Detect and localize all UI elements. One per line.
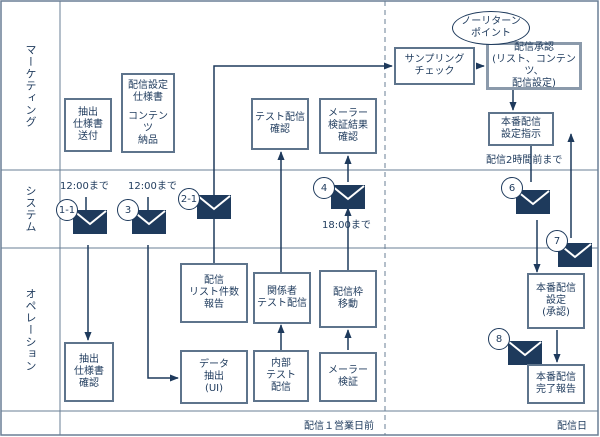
box-spec-send: 抽出 仕様書 送付	[64, 98, 112, 152]
box-content-delivery-label: コンテンツ 納品	[128, 110, 168, 146]
mail-icon	[507, 340, 543, 366]
box-sampling-check: サンプリング チェック	[394, 47, 475, 85]
lane-label: オペレーション	[24, 287, 37, 372]
box-mailer-result: メーラー 検証結果 確認	[319, 98, 377, 154]
box-approval: 配信承認 (リスト、コンテンツ、 配信設定)	[486, 42, 582, 90]
deadline-label: 18:00まで	[322, 220, 371, 231]
lane-header-operation: オペレーション	[0, 248, 60, 411]
box-delivery-spec-label: 配信設定 仕様書	[128, 79, 168, 103]
arrow-icon	[147, 245, 179, 382]
mail-icon	[72, 209, 108, 235]
box-internal-test: 内部 テスト 配信	[253, 350, 309, 402]
step-badge: 3	[117, 199, 139, 221]
box-test-confirm: テスト配信 確認	[251, 98, 309, 150]
footer-day-before: 配信１営業日前	[304, 421, 374, 432]
box-list-count-report: 配信 リスト件数 報告	[180, 263, 248, 323]
step-badge: 7	[546, 230, 568, 252]
box-data-extract: データ 抽出 (UI)	[180, 350, 248, 404]
step-badge: 1-1	[56, 199, 78, 221]
lane-label: マーケティング	[24, 43, 37, 128]
footer-delivery-day: 配信日	[557, 421, 587, 432]
step-badge: 4	[313, 177, 335, 199]
lane-header-marketing: マーケティング	[0, 1, 60, 170]
step-badge: 6	[501, 177, 523, 199]
box-mailer-verify: メーラー 検証	[319, 352, 377, 402]
deadline-label: 12:00まで	[60, 181, 109, 192]
box-prod-setting: 本番配信 設定 (承認)	[527, 273, 585, 329]
box-spec-confirm: 抽出 仕様書 確認	[64, 342, 114, 402]
step-badge: 2-1	[178, 188, 200, 210]
arrow-icon	[213, 62, 393, 195]
no-return-point-callout: ノーリターン ポイント	[452, 11, 530, 45]
box-delivery-spec: 配信設定 仕様書 コンテンツ 納品	[121, 73, 175, 153]
box-delivery-report: 本番配信 完了報告	[527, 364, 585, 404]
mail-icon	[330, 184, 366, 210]
box-prod-instruction: 本番配信 設定指示	[488, 112, 554, 146]
box-slot-move: 配信枠 移動	[319, 270, 377, 328]
box-stakeholder-test: 関係者 テスト配信	[253, 272, 311, 324]
step-badge: 8	[488, 328, 510, 350]
deadline-label: 配信2時間前まで	[486, 155, 563, 166]
deadline-label: 12:00まで	[128, 181, 177, 192]
mail-icon	[196, 194, 232, 220]
lane-header-system: システム	[0, 170, 60, 248]
lane-label: システム	[24, 185, 37, 233]
